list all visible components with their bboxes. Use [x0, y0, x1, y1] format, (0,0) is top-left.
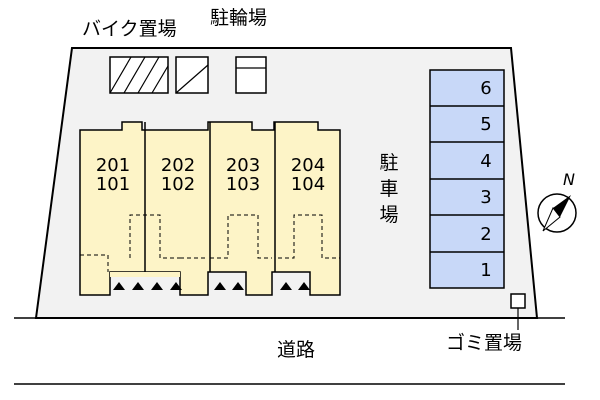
unit-lower-number: 101	[95, 174, 131, 195]
parking-space-number: 4	[480, 151, 492, 172]
unit-upper-number: 201	[95, 155, 131, 176]
parking-space-number: 3	[480, 187, 492, 208]
unit-lower-number: 102	[160, 174, 196, 195]
parking-lot-label: 駐 車 場	[379, 152, 399, 226]
parking-space-number: 5	[480, 114, 492, 135]
bicycle-parking-label: 駐輪場	[210, 7, 268, 29]
unit-upper-number: 203	[225, 155, 261, 176]
unit-label-1: 201 101	[86, 156, 140, 194]
apartment-building	[79, 121, 341, 296]
unit-lower-number: 103	[225, 174, 261, 195]
unit-lower-number: 104	[290, 174, 326, 195]
road-label: 道路	[277, 339, 316, 361]
bike-parking-label: バイク置場	[82, 18, 177, 40]
garbage-label: ゴミ置場	[446, 332, 523, 354]
bike-parking-area	[109, 56, 169, 94]
unit-label-3: 203 103	[216, 156, 270, 194]
bicycle-parking-area	[175, 56, 267, 94]
parking-space-number: 6	[480, 78, 492, 99]
parking-space-number: 2	[480, 224, 492, 245]
parking-spaces	[429, 69, 505, 289]
unit-upper-number: 202	[160, 155, 196, 176]
unit-label-2: 202 102	[151, 156, 205, 194]
unit-label-4: 204 104	[281, 156, 335, 194]
garbage-area	[510, 293, 526, 330]
parking-space-number: 1	[480, 260, 492, 281]
north-label: N	[563, 170, 575, 189]
north-compass-icon	[537, 193, 577, 233]
unit-upper-number: 204	[290, 155, 326, 176]
